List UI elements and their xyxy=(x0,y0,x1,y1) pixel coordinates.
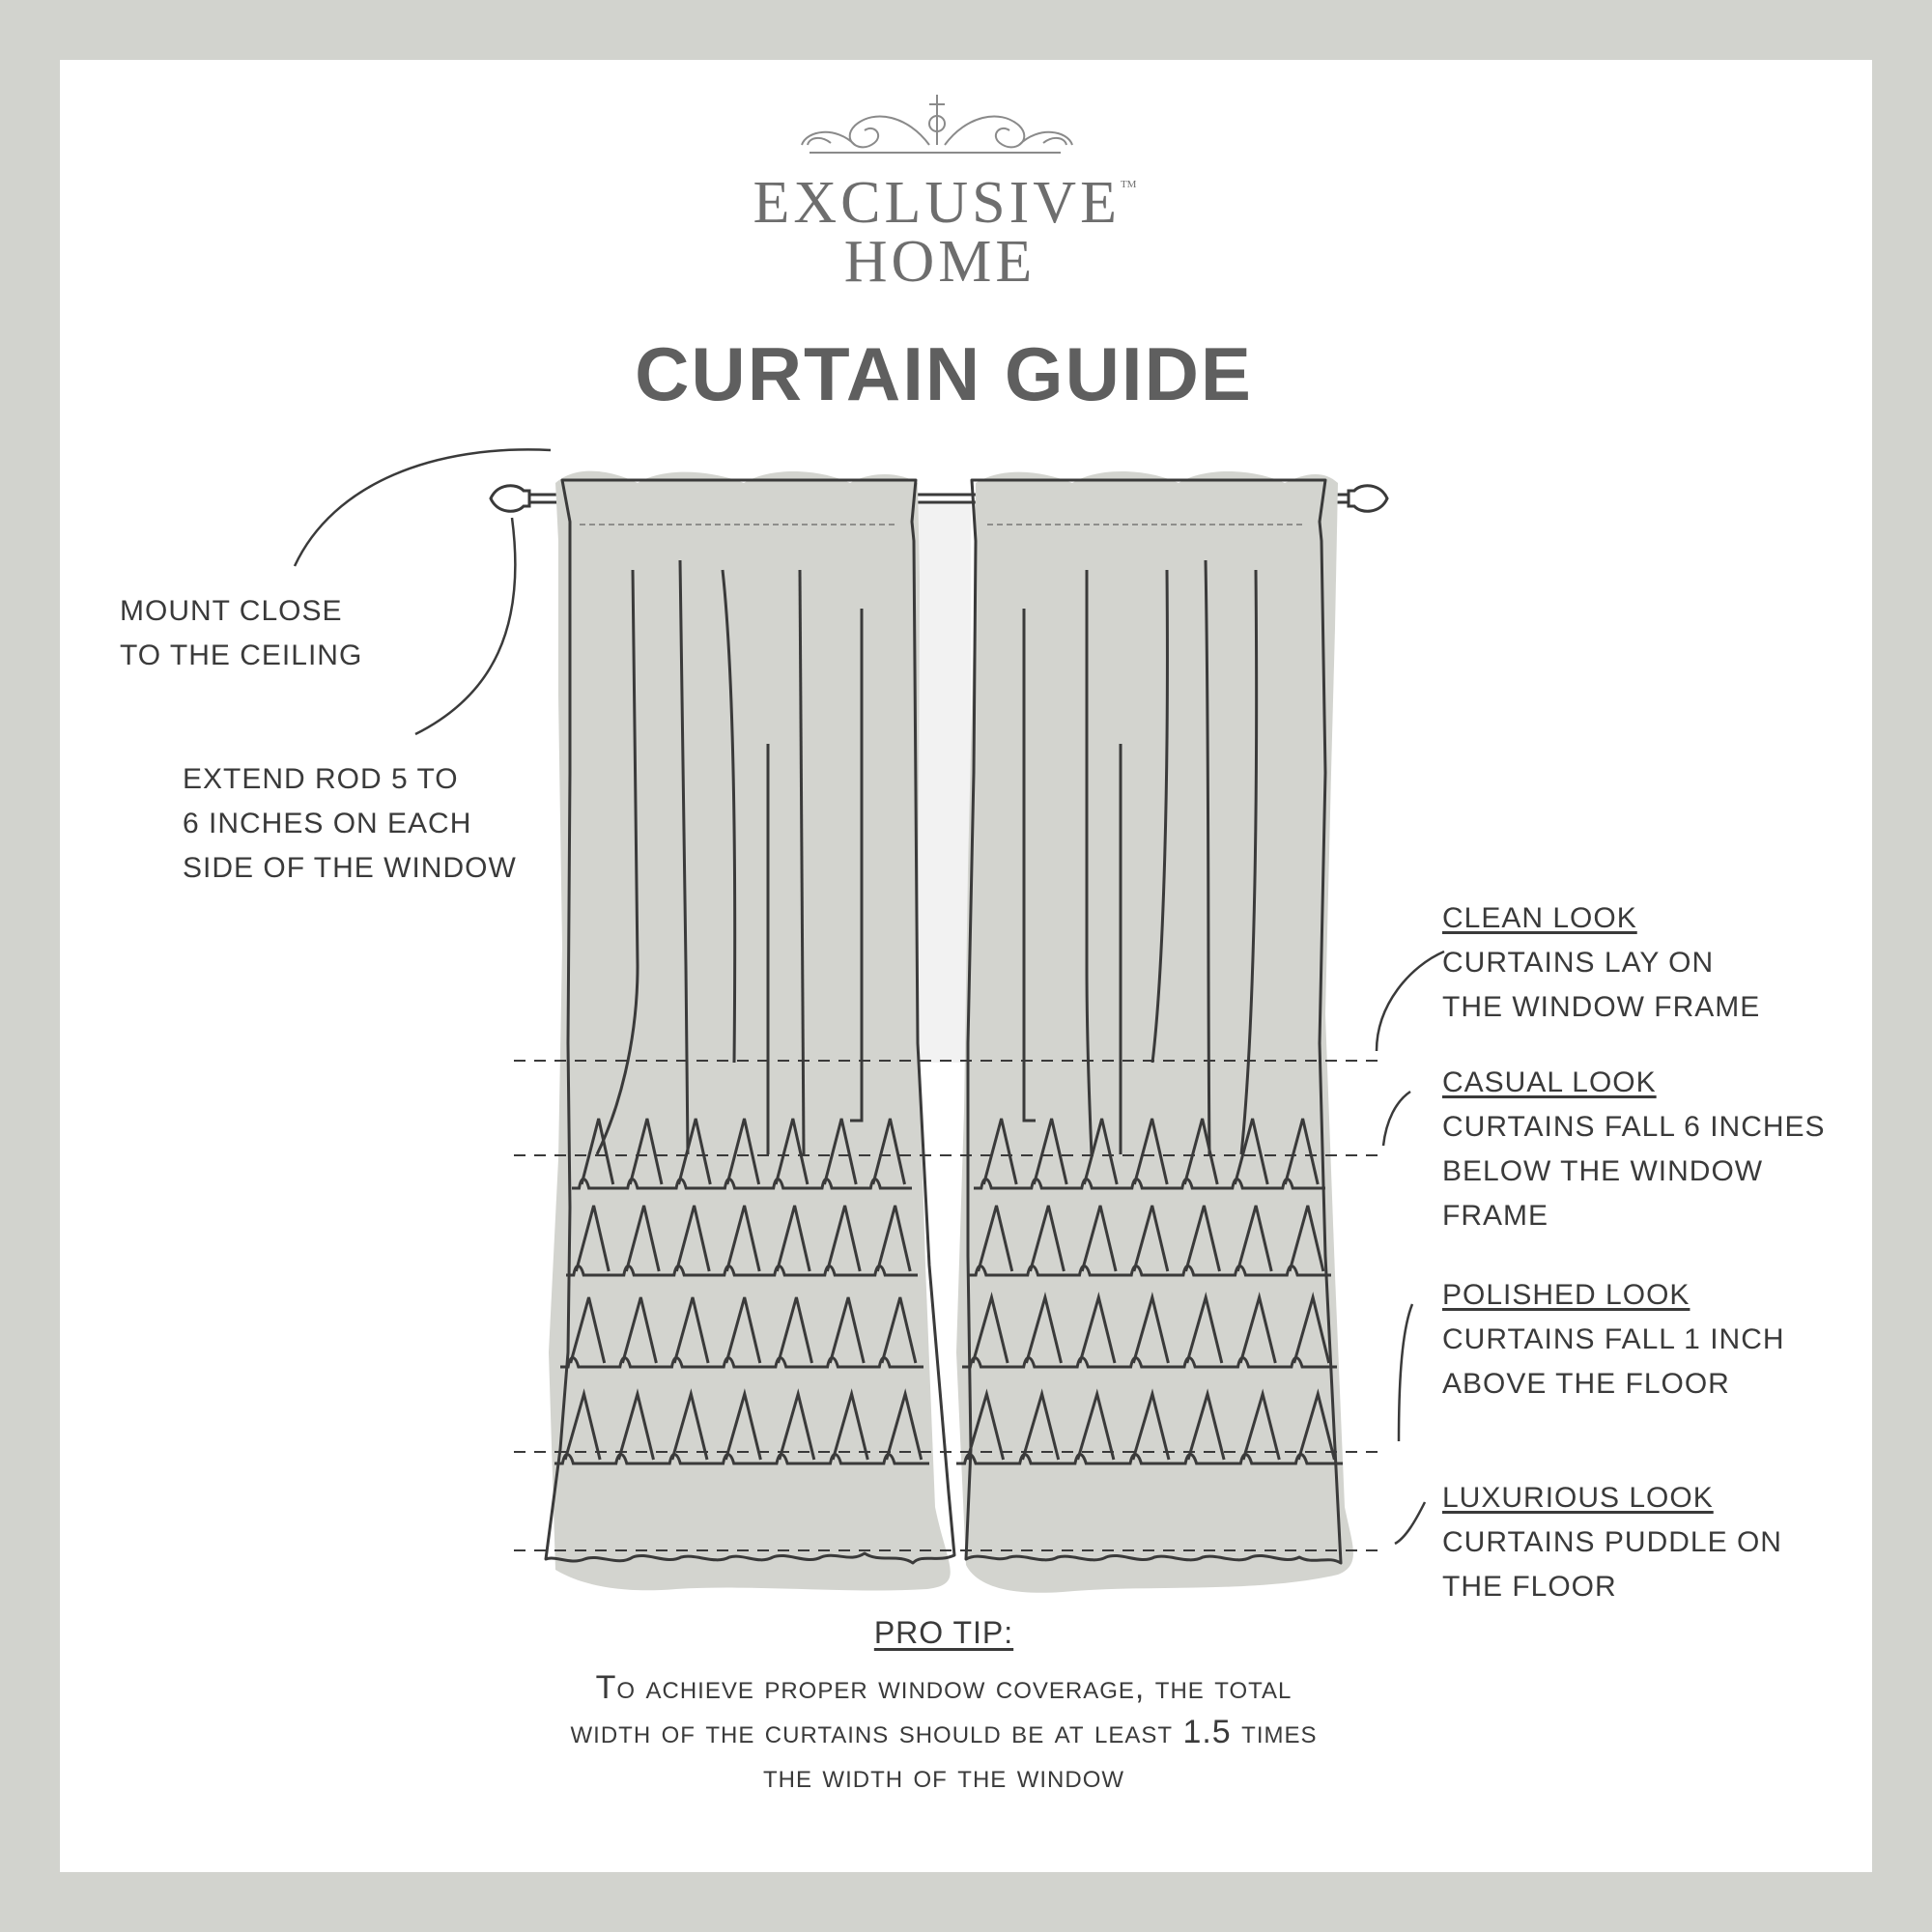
ruffle-fold xyxy=(774,1118,810,1185)
ruffle-fold xyxy=(825,1205,862,1272)
ruffle-fold xyxy=(563,1388,602,1461)
pro-tip-line2: width of the curtains should be at least… xyxy=(570,1714,1318,1750)
ruffle-fold xyxy=(1080,1205,1118,1272)
ruffle-fold xyxy=(775,1205,811,1272)
ruffle-fold xyxy=(777,1296,813,1364)
rod-finial-left-icon xyxy=(489,484,531,513)
ruffle-fold xyxy=(1185,1292,1224,1364)
ruffle-fold xyxy=(1132,1205,1170,1272)
ruffle-fold xyxy=(580,1118,615,1185)
ruffle-fold xyxy=(1021,1388,1061,1461)
ruffle-fold xyxy=(965,1388,1006,1461)
ruffle-fold xyxy=(831,1388,869,1461)
ruffle-fold xyxy=(674,1205,711,1272)
ruffle-fold xyxy=(971,1292,1009,1364)
casual-leader xyxy=(1381,1090,1411,1147)
ruffle-fold xyxy=(875,1205,912,1272)
left-curtain-fill xyxy=(549,470,951,1591)
ruffle-fold xyxy=(1288,1205,1325,1272)
pro-tip-line1: To achieve proper window coverage, the t… xyxy=(595,1669,1293,1706)
ruffle-fold xyxy=(670,1388,709,1461)
ruffle-fold xyxy=(981,1118,1018,1185)
ruffle-fold xyxy=(724,1388,762,1461)
ruffle-fold xyxy=(724,1296,762,1364)
ruffle-fold xyxy=(1131,1292,1170,1364)
curtain-ruffles xyxy=(554,1118,1343,1465)
ruffle-fold xyxy=(823,1118,858,1185)
luxurious-leader xyxy=(1394,1501,1427,1546)
ruffle-fold xyxy=(574,1205,611,1272)
page-title: CURTAIN GUIDE xyxy=(635,331,1253,416)
luxurious-look-note: LUXURIOUS LOOK CURTAINS PUDDLE ON THE FL… xyxy=(1442,1476,1782,1609)
crest-ornament-icon xyxy=(801,95,1073,154)
ruffle-fold xyxy=(569,1296,607,1364)
rod-finial-right-icon xyxy=(1347,484,1389,513)
polished-look-note: POLISHED LOOK CURTAINS FALL 1 INCH ABOVE… xyxy=(1442,1273,1785,1406)
clean-leader xyxy=(1375,950,1445,1052)
trademark-mark: TM xyxy=(1120,179,1137,190)
ruffle-fold xyxy=(1184,1205,1221,1272)
mount-note: MOUNT CLOSE TO THE CEILING xyxy=(120,595,363,671)
extend-note: EXTEND ROD 5 TO 6 INCHES ON EACH SIDE OF… xyxy=(183,763,517,884)
ruffle-fold xyxy=(778,1388,816,1461)
ruffle-fold xyxy=(880,1296,918,1364)
polished-look-heading: POLISHED LOOK xyxy=(1442,1279,1690,1311)
ruffle-fold xyxy=(628,1118,664,1185)
ruffle-fold xyxy=(1182,1118,1219,1185)
left-curtain-outline xyxy=(544,478,956,1565)
ruffle-fold xyxy=(1293,1292,1331,1364)
ruffle-fold xyxy=(1076,1388,1116,1461)
ruffle-fold xyxy=(1233,1118,1269,1185)
ruffle-fold xyxy=(1025,1292,1063,1364)
ruffle-fold xyxy=(1236,1205,1273,1272)
ruffle-fold xyxy=(871,1118,906,1185)
ruffle-fold xyxy=(1132,1118,1169,1185)
ruffle-fold xyxy=(1032,1118,1068,1185)
left-curtain-folds xyxy=(595,559,864,1155)
casual-look-heading: CASUAL LOOK xyxy=(1442,1066,1657,1098)
ruffle-fold xyxy=(621,1296,658,1364)
right-curtain-folds xyxy=(1022,559,1259,1155)
ruffle-fold xyxy=(885,1388,923,1461)
ruffle-fold xyxy=(617,1388,655,1461)
ruffle-fold xyxy=(1283,1118,1320,1185)
mount-leader xyxy=(293,448,552,567)
ruffle-fold xyxy=(828,1296,866,1364)
ruffle-fold xyxy=(725,1118,761,1185)
luxurious-look-heading: LUXURIOUS LOOK xyxy=(1442,1482,1714,1514)
extend-leader xyxy=(414,517,517,736)
ruffle-fold xyxy=(672,1296,710,1364)
pro-tip-line3: the width of the window xyxy=(762,1758,1125,1795)
ruffle-fold xyxy=(1296,1388,1336,1461)
ruffle-fold xyxy=(624,1205,661,1272)
casual-look-note: CASUAL LOOK CURTAINS FALL 6 INCHES BELOW… xyxy=(1442,1061,1826,1238)
clean-look-heading: CLEAN LOOK xyxy=(1442,902,1637,934)
ruffle-fold xyxy=(1078,1292,1117,1364)
brand-name-line2: HOME xyxy=(843,229,1037,295)
clean-look-note: CLEAN LOOK CURTAINS LAY ON THE WINDOW FR… xyxy=(1442,896,1760,1030)
level-lines xyxy=(514,1060,1381,1551)
ruffle-fold xyxy=(1186,1388,1226,1461)
ruffle-fold xyxy=(1131,1388,1171,1461)
ruffle-fold xyxy=(1238,1292,1277,1364)
right-curtain-outline xyxy=(964,478,1343,1565)
ruffle-fold xyxy=(1029,1205,1065,1272)
ruffle-fold xyxy=(677,1118,712,1185)
ruffle-fold xyxy=(977,1205,1014,1272)
ruffle-fold xyxy=(724,1205,761,1272)
polished-leader xyxy=(1397,1303,1414,1442)
ruffle-fold xyxy=(1241,1388,1281,1461)
pro-tip-heading: PRO TIP: xyxy=(873,1615,1014,1650)
brand-name-line1: EXCLUSIVETM xyxy=(753,170,1137,236)
callout-leaders xyxy=(293,448,1445,1546)
ruffle-fold xyxy=(1082,1118,1119,1185)
